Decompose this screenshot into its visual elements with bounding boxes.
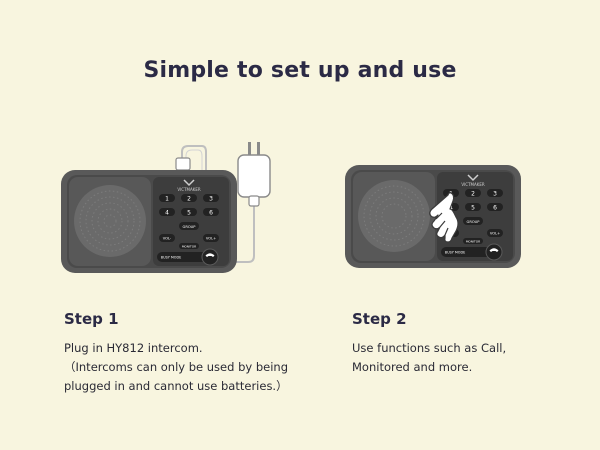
- brand-logo-icon: [467, 174, 479, 182]
- step1-title: Step 1: [64, 310, 119, 328]
- vol-up-button[interactable]: VOL+: [206, 237, 216, 241]
- key-5[interactable]: 5: [187, 210, 191, 217]
- brand-logo-icon: [183, 179, 195, 187]
- key-6[interactable]: 6: [493, 205, 497, 212]
- key-3[interactable]: 3: [493, 191, 497, 198]
- group-button[interactable]: GROUP: [183, 225, 197, 229]
- speaker-grille: [69, 177, 151, 266]
- busy-mode-button[interactable]: BUSY MODE: [445, 251, 465, 255]
- key-3[interactable]: 3: [209, 196, 213, 203]
- phone-icon: [205, 253, 215, 257]
- key-4[interactable]: 4: [449, 205, 453, 212]
- key-1[interactable]: 1: [165, 196, 169, 203]
- group-button[interactable]: GROUP: [467, 220, 481, 224]
- key-5[interactable]: 5: [471, 205, 475, 212]
- vol-up-button[interactable]: VOL+: [490, 232, 500, 236]
- monitor-button[interactable]: MONITOR: [466, 239, 480, 243]
- monitor-button[interactable]: MONITOR: [182, 244, 196, 248]
- control-panel: VICTMAKER 1 2 3 4 5 6 GROUP VOL- VOL+ MO…: [153, 177, 229, 266]
- speaker-grille: [353, 172, 435, 261]
- pointing-hand-icon: [429, 192, 459, 243]
- page-title: Simple to set up and use: [143, 58, 457, 83]
- brand-name: VICTMAKER: [177, 187, 200, 192]
- usb-plug-icon: [175, 157, 191, 171]
- power-adapter-icon: [237, 142, 271, 207]
- key-6[interactable]: 6: [209, 210, 213, 217]
- key-2[interactable]: 2: [187, 196, 191, 203]
- step1-line: （Intercoms can only be used by being: [64, 360, 289, 374]
- brand-name: VICTMAKER: [461, 182, 484, 187]
- step1-line: plugged in and cannot use batteries.）: [64, 379, 288, 393]
- vol-down-button[interactable]: VOL-: [163, 237, 172, 241]
- step1-description: Plug in HY812 intercom. （Intercoms can o…: [64, 339, 288, 396]
- step2-title: Step 2: [352, 310, 407, 328]
- intercom-with-charger-illustration: VICTMAKER 1 2 3 4 5 6 GROUP VOL- VOL+ MO…: [61, 142, 271, 273]
- step2-line: Use functions such as Call,: [352, 341, 507, 355]
- key-4[interactable]: 4: [165, 210, 169, 217]
- phone-icon: [489, 248, 499, 252]
- step1-line: Plug in HY812 intercom.: [64, 341, 203, 355]
- busy-mode-button[interactable]: BUSY MODE: [161, 256, 181, 260]
- step2-description: Use functions such as Call, Monitored an…: [352, 339, 506, 377]
- step2-line: Monitored and more.: [352, 360, 473, 374]
- key-2[interactable]: 2: [471, 191, 475, 198]
- intercom-with-hand-illustration: VICTMAKER 1 2 3 4 5 6 GROUP VOL- VOL+ MO…: [345, 165, 521, 268]
